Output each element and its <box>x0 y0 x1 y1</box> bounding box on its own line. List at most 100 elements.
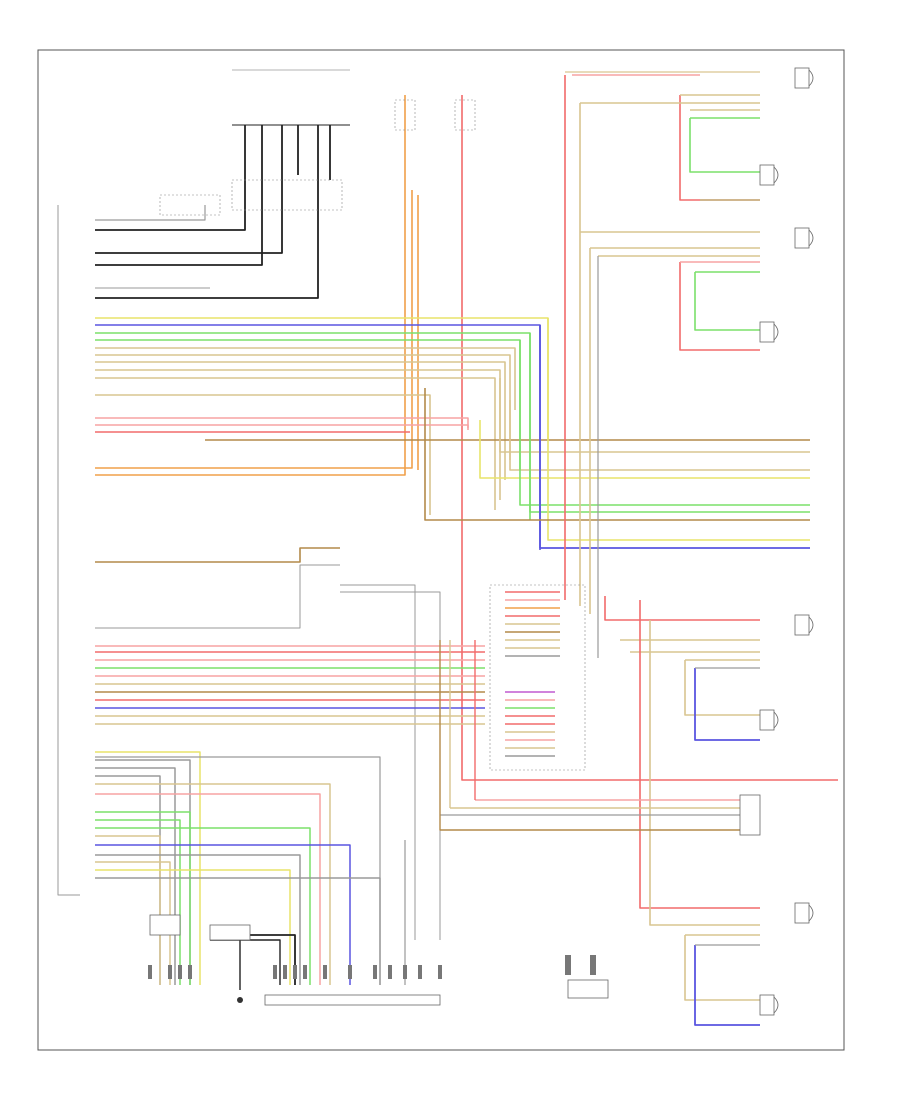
component-group <box>148 67 814 1016</box>
wire-black <box>210 939 281 985</box>
harness-wire <box>95 835 161 985</box>
harness-wire <box>95 377 496 510</box>
terminal-pin <box>303 965 307 979</box>
harness-wire <box>95 339 521 470</box>
wire-green <box>689 118 760 173</box>
wire-blue <box>694 945 760 1026</box>
terminal-pin <box>373 965 377 979</box>
harness-wire <box>95 854 301 985</box>
ground-symbol <box>237 997 243 1003</box>
wire-brown <box>439 640 760 831</box>
terminal-pin <box>178 965 182 979</box>
terminal-pin <box>438 965 442 979</box>
terminal-pin <box>348 965 352 979</box>
wire-black <box>95 125 319 299</box>
harness-wire <box>95 324 541 550</box>
wire-brown <box>95 547 340 563</box>
harness-wire <box>95 332 531 520</box>
wire-yellow <box>479 420 810 479</box>
terminal-pin <box>188 965 192 979</box>
rear-ecu <box>567 979 609 999</box>
front-right-sensor-lens <box>808 69 814 87</box>
harness-wire <box>95 361 506 480</box>
harness-wire <box>95 775 161 985</box>
wire-tan <box>684 935 760 1001</box>
front-left-sensor-b-lens <box>773 323 779 341</box>
terminal-pin <box>565 955 571 975</box>
rear-right-sensor-lens <box>808 616 814 634</box>
wire-orange <box>95 95 406 476</box>
rear-right-sensor-b <box>759 709 775 731</box>
wire-gray <box>95 756 381 985</box>
terminal-pin <box>418 965 422 979</box>
wire-black <box>95 125 263 266</box>
terminal-pin <box>388 965 392 979</box>
passenger-sensor-connector <box>739 794 761 836</box>
wire-brown <box>424 388 810 521</box>
terminal-pin <box>323 965 327 979</box>
wire-tan <box>649 620 760 926</box>
harness-wire <box>95 827 311 985</box>
terminal-pin <box>148 965 152 979</box>
wire-tan <box>684 660 760 716</box>
wire-gray <box>340 584 416 940</box>
front-right-sensor-b <box>759 164 775 186</box>
harness-wire <box>95 424 469 430</box>
wire-tan <box>499 378 810 453</box>
rear-left-sensor <box>794 902 810 924</box>
wire-blue <box>539 325 810 549</box>
wire-red <box>461 95 838 781</box>
front-left-sensor-b <box>759 321 775 343</box>
harness-wire <box>95 369 501 500</box>
front-left-sensor <box>794 227 810 249</box>
wire-red <box>679 262 760 351</box>
terminal-pin <box>283 965 287 979</box>
rear-left-sensor-b-lens <box>773 996 779 1014</box>
terminal-pin <box>403 965 407 979</box>
diagram-frame <box>37 49 845 1051</box>
control-unit-bar <box>264 994 441 1006</box>
wire-yellow <box>547 318 810 541</box>
fuse-b <box>454 99 476 131</box>
wire-red <box>604 596 760 621</box>
terminal-pin <box>273 965 277 979</box>
harness-wire <box>95 869 291 985</box>
wire-tan <box>509 400 810 471</box>
rear-left-sensor-b <box>759 994 775 1016</box>
wire-green <box>519 340 810 506</box>
generator-connector <box>231 179 343 211</box>
wire-red <box>679 95 700 201</box>
ext-sensor-box <box>149 914 181 936</box>
rear-left-sensor-lens <box>808 904 814 922</box>
wire-blue <box>694 668 760 741</box>
wire-green <box>529 333 810 513</box>
wire-gray <box>340 591 441 940</box>
wire-group <box>57 69 838 1026</box>
wire-black <box>95 125 246 231</box>
harness-wire <box>95 811 191 985</box>
terminal-pin <box>168 965 172 979</box>
harness-wire <box>95 751 201 985</box>
harness-wire <box>95 347 516 410</box>
wire-black <box>245 934 296 985</box>
harness-wire <box>95 844 351 985</box>
rear-right-sensor <box>794 614 810 636</box>
fuse-a <box>394 99 416 131</box>
wire-gray <box>95 205 206 221</box>
wire-black <box>95 125 283 254</box>
wire-green <box>694 272 760 331</box>
horn-box <box>209 924 251 941</box>
front-right-sensor <box>794 67 810 89</box>
front-left-sensor-lens <box>808 229 814 247</box>
wire-gray <box>57 205 80 896</box>
wire-red <box>639 600 760 909</box>
harness-wire <box>95 861 171 985</box>
front-right-sensor-b-lens <box>773 166 779 184</box>
switch-outline <box>159 194 221 216</box>
terminal-pin <box>293 965 297 979</box>
terminal-pin <box>590 955 596 975</box>
rear-right-sensor-b-lens <box>773 711 779 729</box>
harness-wire <box>95 394 431 515</box>
wire-gray <box>95 564 340 629</box>
harness-wire <box>95 767 176 985</box>
